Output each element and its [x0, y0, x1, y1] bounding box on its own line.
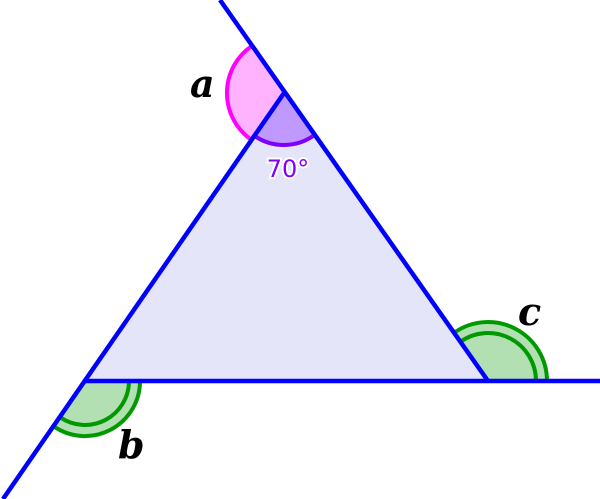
right-side-line	[218, 0, 490, 383]
angle-b-arc-inner	[58, 380, 131, 427]
angle-a-arc	[224, 44, 253, 142]
label-c: c	[518, 289, 541, 334]
angle-c-sector	[453, 322, 547, 381]
given-angle-arc	[253, 133, 316, 147]
angle-b-arc-outer	[52, 380, 143, 439]
triangle	[85, 93, 488, 381]
label-b: b	[118, 422, 145, 467]
label-a: a	[190, 61, 215, 106]
given-angle-sector	[254, 93, 314, 145]
left-side-line	[1, 91, 286, 499]
angle-c-arc-outer	[452, 320, 549, 382]
angle-c-arc-inner	[459, 331, 538, 382]
given-angle-label: 70°	[267, 155, 310, 183]
angle-a-sector	[226, 46, 284, 140]
